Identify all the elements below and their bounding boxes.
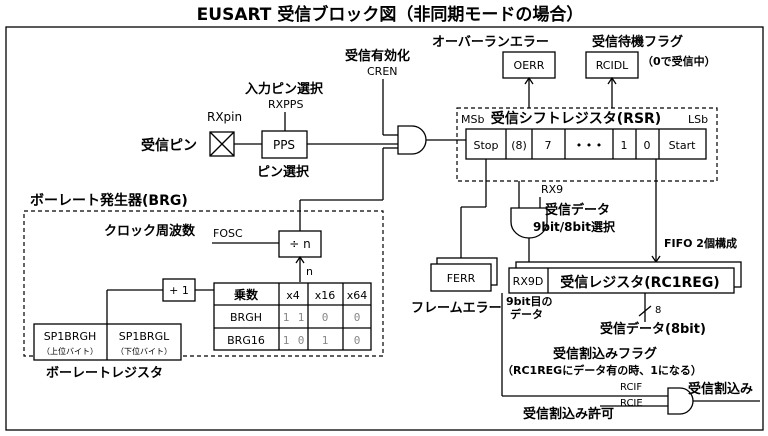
rxpps-label: RXPPS [268, 98, 303, 111]
diagram-title: EUSART 受信ブロック図（非同期モードの場合） [197, 4, 584, 25]
msb-label: MSb [461, 113, 484, 126]
receive-wait-flag-label: 受信待機フラグ [592, 34, 683, 50]
clock-freq-label: クロック周波数 [104, 223, 196, 239]
table-row-brg16-value-1: 1 [283, 334, 290, 347]
cren-and-gate [397, 125, 427, 155]
rsr-cell-dots: • • • [576, 139, 602, 152]
table-row-brg16-value-3: 1 [322, 334, 329, 347]
pps-box [261, 130, 308, 159]
lsb-label: LSb [688, 113, 708, 126]
interrupt-flag-label: 受信割込みフラグ [553, 346, 657, 362]
rsr-dashed-box [456, 107, 718, 182]
table-header-multiplier: 乗数 [234, 287, 259, 302]
sp1brgl-label: SP1BRGL [119, 330, 170, 343]
table-row-brg16-name: BRG16 [227, 334, 265, 347]
sp1brgh-label: SP1BRGH [44, 330, 97, 343]
rcif-label: RCIF [620, 382, 642, 393]
receive-interrupt-label: 受信割込み [688, 381, 753, 397]
overrun-error-label: オーバーランエラー [432, 35, 549, 50]
baud-register-label: ボーレートレジスタ [46, 365, 163, 381]
table-row-brgh-value-4: 0 [354, 311, 361, 324]
rx9-and-gate [510, 207, 548, 239]
receive-enable-label: 受信有効化 [345, 48, 410, 64]
interrupt-note: （RC1REGにデータ有の時、1になる） [502, 363, 702, 377]
table-header-x4: x4 [286, 289, 300, 302]
rsr-cell-7: 7 [545, 139, 552, 152]
rx-pin-label: RXpin [207, 110, 242, 124]
rsr-title: 受信シフトレジスタ(RSR) [491, 110, 661, 127]
outer-frame [5, 26, 764, 431]
table-row-brgh-value-3: 0 [322, 311, 329, 324]
cren-label: CREN [367, 65, 398, 78]
input-pin-select-label: 入力ピン選択 [245, 81, 324, 97]
rsr-register [465, 128, 707, 160]
rsr-cell-8: (8) [511, 139, 527, 152]
plus-one-label: + 1 [169, 284, 189, 297]
receive-data-label: 受信データ [545, 202, 610, 218]
rcidl-label: RCIDL [596, 59, 629, 72]
table-row-brgh-value-1: 1 [283, 311, 290, 324]
rx9d-label: RX9D [513, 275, 544, 288]
multiplier-table [213, 282, 372, 351]
divider-box [278, 230, 322, 258]
interrupt-and-gate [667, 387, 694, 415]
interrupt-enable-label: 受信割込み許可 [523, 406, 614, 422]
table-row-brg16-value-2: 0 [298, 334, 305, 347]
rc1reg-box [508, 267, 735, 294]
frame-error-label: フレームエラー [411, 301, 502, 316]
bit9-data-label: 9bit目の [506, 295, 553, 308]
fifo-label: FIFO 2個構成 [664, 236, 737, 250]
pin-select-label: ピン選択 [257, 164, 310, 180]
rx-pin-symbol [209, 131, 235, 157]
table-row-brgh-value-2: 1 [298, 311, 305, 324]
table-row-brg16-value-4: 0 [354, 334, 361, 347]
n-label: n [306, 265, 313, 278]
bus-width-label: 8 [655, 305, 661, 316]
table-header-x64: x64 [347, 289, 368, 302]
bit9-data-label-2: データ [510, 307, 543, 321]
rsr-cell-0: 0 [644, 139, 651, 152]
baud-rate-register [33, 323, 182, 361]
ferr-label: FERR [447, 272, 476, 285]
brg-title: ボーレート発生器(BRG) [30, 192, 188, 209]
pps-label: PPS [273, 138, 295, 152]
sp1brgh-sub-label: （上位バイト） [42, 346, 98, 356]
rsr-cell-start: Start [669, 139, 697, 152]
ferr-box [430, 263, 492, 292]
divider-label: ÷ n [289, 237, 310, 251]
rcidl-note: （0で受信中） [642, 54, 716, 68]
table-row-brgh-name: BRGH [230, 311, 262, 324]
rsr-cell-stop: Stop [473, 139, 498, 152]
rx9-label: RX9 [541, 183, 563, 196]
receive-data-8bit-label: 受信データ(8bit) [600, 321, 706, 337]
table-header-x16: x16 [315, 289, 336, 302]
oerr-label: OERR [514, 59, 545, 72]
bit-select-label: 9bit/8bit選択 [533, 219, 616, 234]
sp1brgl-sub-label: （下位バイト） [116, 346, 172, 356]
receive-pin-label: 受信ピン [141, 137, 197, 154]
rc1reg-label: 受信レジスタ(RC1REG) [560, 274, 719, 291]
fosc-label: FOSC [213, 227, 243, 240]
rsr-cell-1: 1 [621, 139, 628, 152]
rcie-label: RCIE [620, 398, 643, 409]
